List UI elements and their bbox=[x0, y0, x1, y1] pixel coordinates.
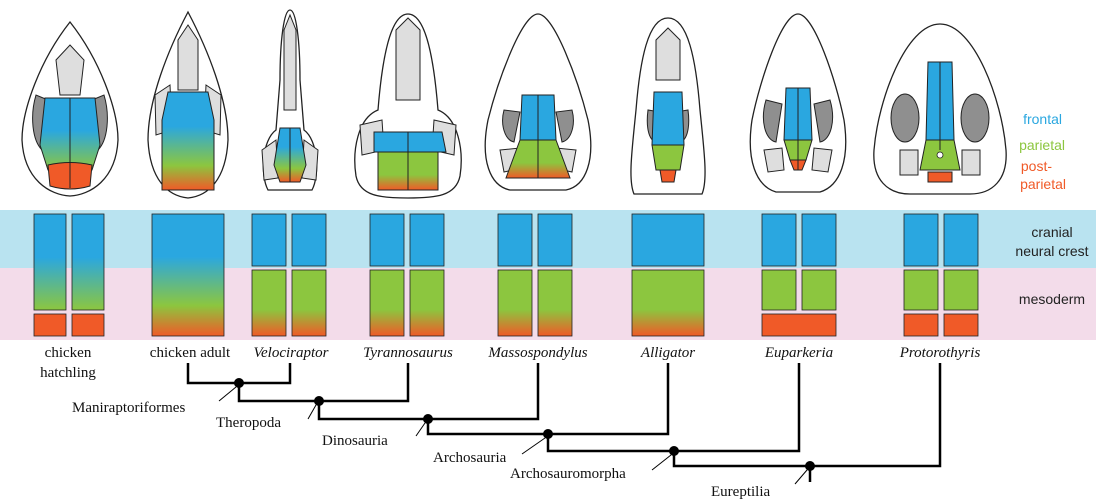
skull-tyrannosaurus bbox=[355, 14, 461, 198]
legend-postparietal-line2: parietal bbox=[1020, 176, 1066, 192]
taxon-label-massospondylus: Massospondylus bbox=[487, 345, 587, 361]
clade-label-archosauria: Archosauria bbox=[433, 450, 507, 466]
taxon-label-velociraptor: Velociraptor bbox=[254, 345, 329, 361]
blocks-alligator bbox=[632, 214, 704, 336]
skull-velociraptor bbox=[262, 10, 318, 190]
block-left-postparietal bbox=[904, 314, 938, 336]
node-theropoda bbox=[314, 396, 324, 406]
skull-protorothyris bbox=[874, 24, 1006, 194]
clade-label-archosauromorpha: Archosauromorpha bbox=[510, 466, 626, 482]
block-right-frontal bbox=[538, 214, 572, 266]
block-left-frontal bbox=[762, 214, 796, 266]
block-fused-frontal bbox=[632, 214, 704, 266]
blocks-chicken-adult bbox=[152, 214, 224, 336]
skull-alligator bbox=[631, 18, 705, 194]
block-left-frontal bbox=[252, 214, 286, 266]
legend-frontal: frontal bbox=[1023, 111, 1062, 127]
taxon-label-euparkeria: Euparkeria bbox=[764, 345, 833, 361]
skull-euparkeria bbox=[750, 14, 845, 192]
clade-label-dinosauria: Dinosauria bbox=[322, 433, 388, 449]
block-right-frontal bbox=[292, 214, 326, 266]
skull-chicken-hatchling bbox=[22, 22, 118, 196]
node-eureptilia bbox=[805, 461, 815, 471]
node-archosauria bbox=[543, 429, 553, 439]
node-archosauromorpha bbox=[669, 446, 679, 456]
band-label-neural-crest-line1: cranial bbox=[1031, 224, 1072, 240]
legend-parietal: parietal bbox=[1019, 137, 1065, 153]
block-left-postparietal bbox=[34, 314, 66, 336]
band-label-neural-crest-line2: neural crest bbox=[1015, 243, 1088, 259]
node-maniraptoriformes bbox=[234, 378, 244, 388]
block-right-frontal bbox=[410, 214, 444, 266]
block-left-parietal bbox=[498, 270, 532, 336]
taxon-label-alligator: Alligator bbox=[640, 345, 695, 361]
node-dinosauria bbox=[423, 414, 433, 424]
block-right-frontal bbox=[802, 214, 836, 266]
block-right-parietal bbox=[538, 270, 572, 336]
block-left-parietal bbox=[252, 270, 286, 336]
taxon-label-chicken-adult: chicken adult bbox=[150, 345, 231, 361]
taxon-label-chicken-hatchling-line1: chicken bbox=[45, 345, 92, 361]
band-label-mesoderm: mesoderm bbox=[1019, 291, 1085, 307]
block-left-frontal bbox=[498, 214, 532, 266]
block-left-frontal bbox=[904, 214, 938, 266]
block-right-parietal bbox=[410, 270, 444, 336]
clade-label-maniraptoriformes: Maniraptoriformes bbox=[72, 400, 185, 416]
block-left-parietal bbox=[904, 270, 938, 310]
block-right-frontal bbox=[944, 214, 978, 266]
legend-postparietal-line1: post- bbox=[1021, 158, 1052, 174]
block-fused-skull-roof bbox=[152, 214, 224, 336]
block-left-parietal bbox=[370, 270, 404, 336]
taxon-label-tyrannosaurus: Tyrannosaurus bbox=[363, 345, 453, 361]
block-right-parietal bbox=[802, 270, 836, 310]
taxon-label-protorothyris: Protorothyris bbox=[899, 345, 981, 361]
clade-label-eureptilia: Eureptilia bbox=[711, 484, 770, 500]
block-right-postparietal bbox=[72, 314, 104, 336]
block-right-postparietal bbox=[944, 314, 978, 336]
skull-chicken-adult bbox=[148, 12, 228, 198]
block-fused-parietal bbox=[632, 270, 704, 336]
block-left-parietal bbox=[762, 270, 796, 310]
block-fused-postparietal bbox=[762, 314, 836, 336]
taxon-label-chicken-hatchling-line2: hatchling bbox=[40, 365, 96, 381]
block-right-frontal-parietal bbox=[72, 214, 104, 310]
skull-massospondylus bbox=[485, 14, 591, 190]
block-right-parietal bbox=[292, 270, 326, 336]
clade-label-theropoda: Theropoda bbox=[216, 415, 281, 431]
block-right-parietal bbox=[944, 270, 978, 310]
block-left-frontal-parietal bbox=[34, 214, 66, 310]
block-left-frontal bbox=[370, 214, 404, 266]
